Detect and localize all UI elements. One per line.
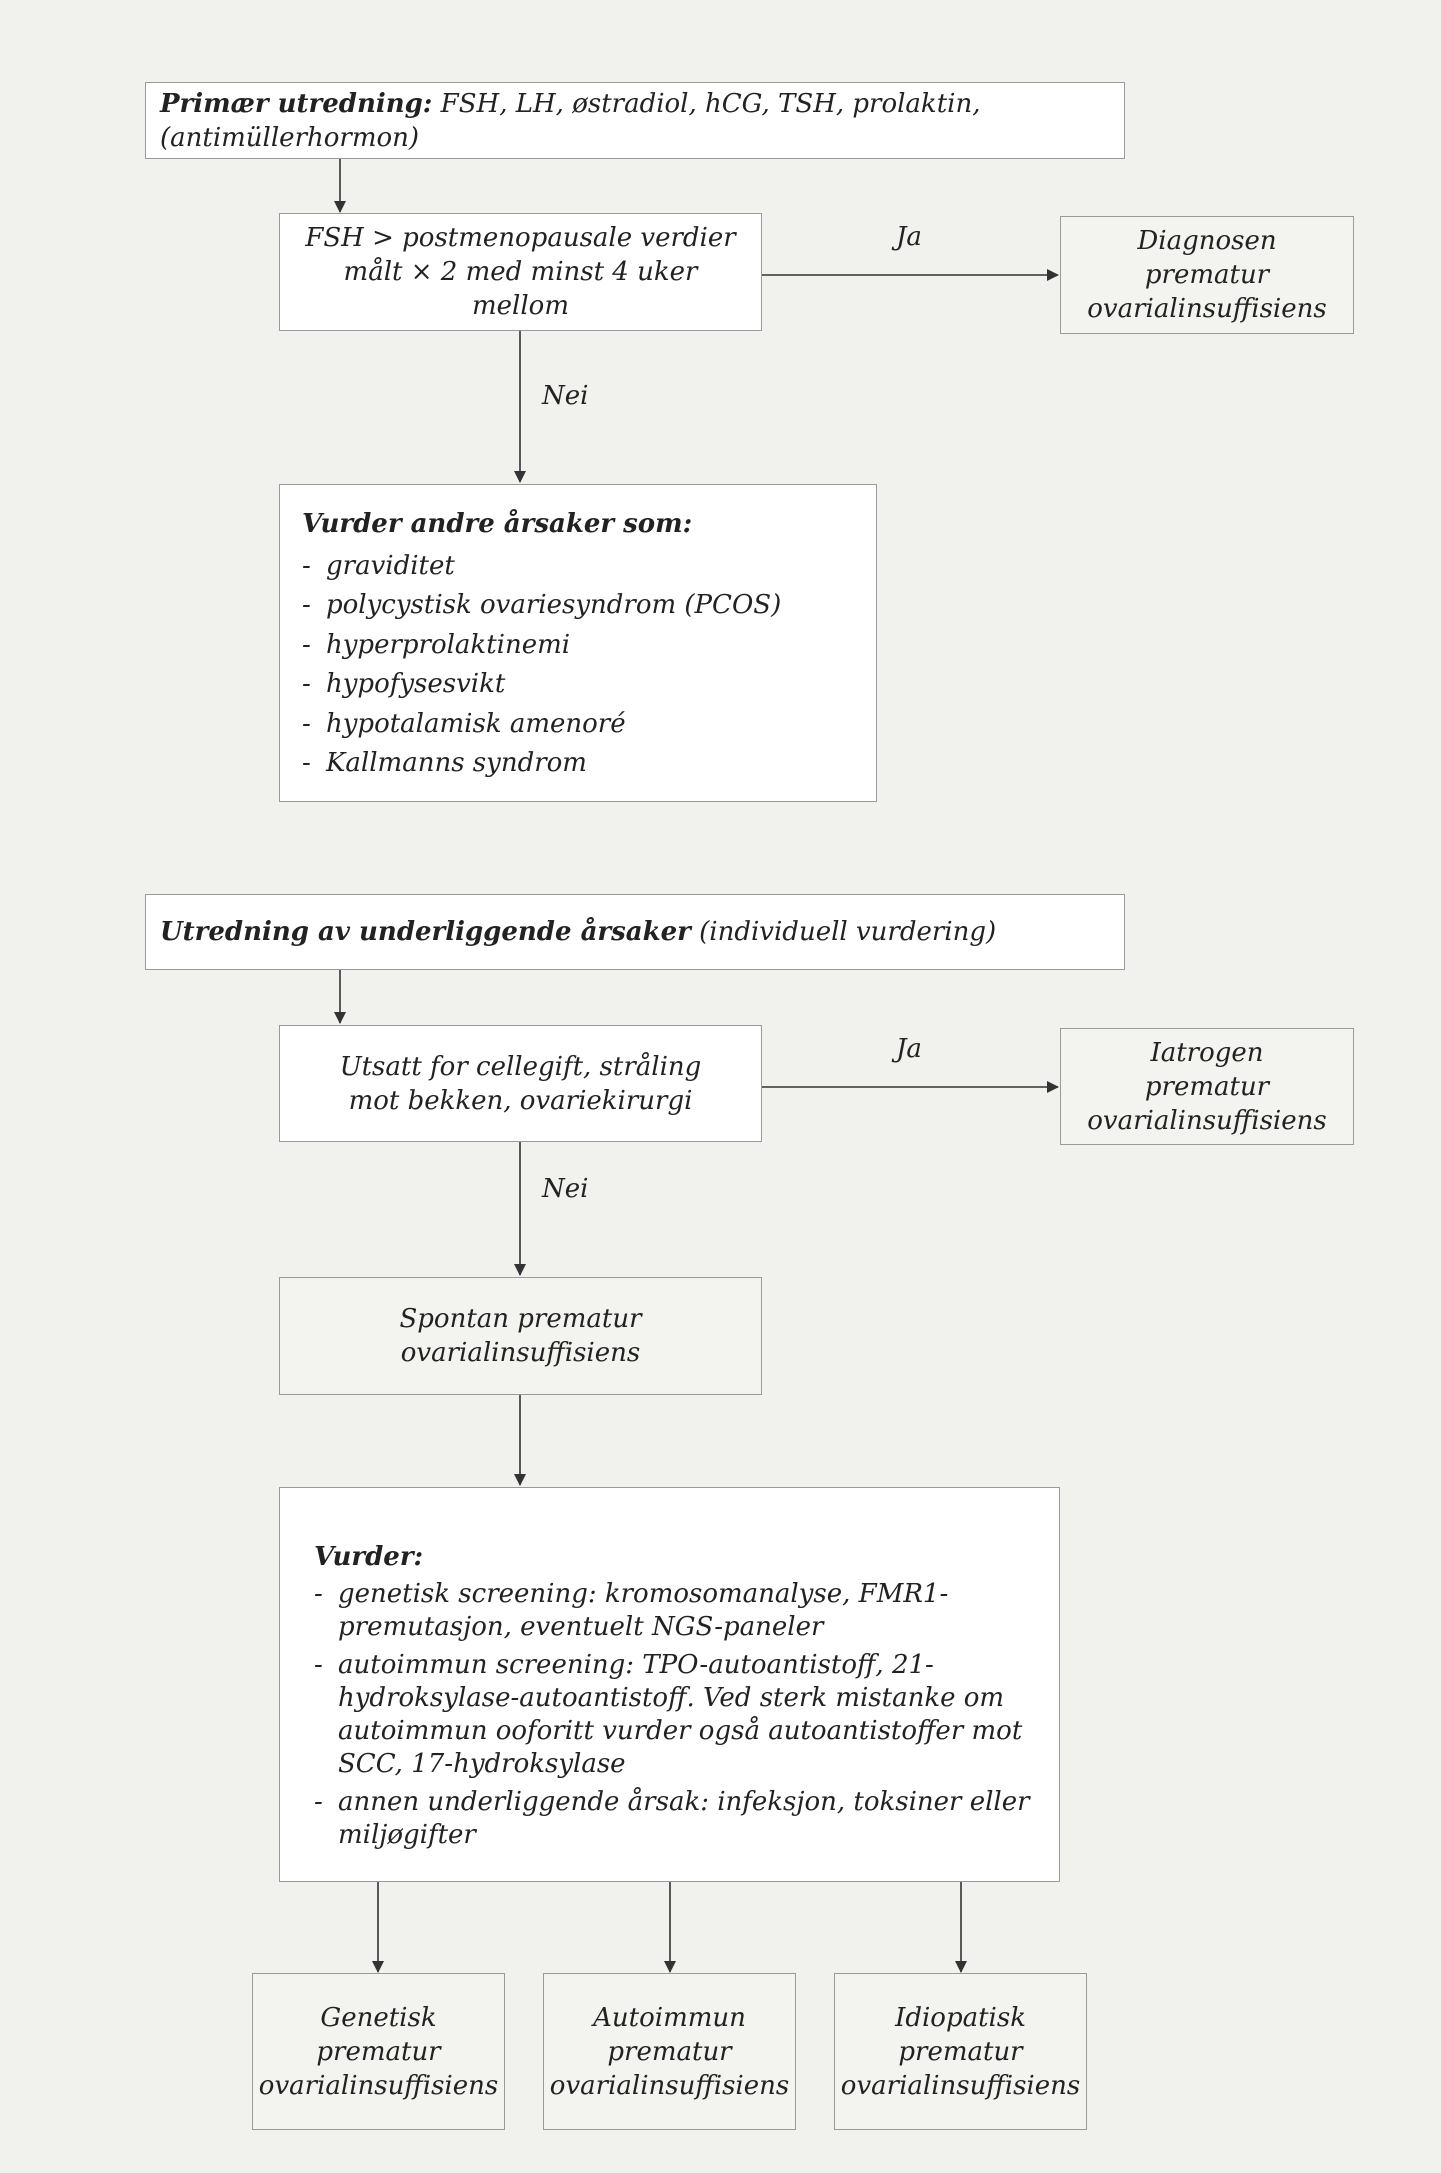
fsh-question-text: FSH > postmenopausale verdier målt × 2 m… [305, 223, 736, 321]
underlying-causes-title: Utredning av underliggende årsaker [160, 917, 691, 947]
diagnosis-text: Diagnosen prematur ovarialinsuffisiens [1087, 226, 1327, 324]
idiopathic-outcome-box: Idiopatisk prematur ovarialinsuffisiens [834, 1973, 1087, 2130]
consider-box: Vurder: genetisk screening: kromosomanal… [279, 1487, 1060, 1882]
diagnosis-box: Diagnosen prematur ovarialinsuffisiens [1060, 216, 1354, 334]
list-item: genetisk screening: kromosomanalyse, FMR… [314, 1578, 1039, 1645]
fsh-question-box: FSH > postmenopausale verdier målt × 2 m… [279, 213, 762, 331]
spontaneous-box: Spontan prematur ovarialinsuffisiens [279, 1277, 762, 1395]
idiopathic-outcome-text: Idiopatisk prematur ovarialinsuffisiens [840, 2002, 1081, 2101]
exposure-yes-label: Ja [896, 1034, 922, 1064]
consider-list: genetisk screening: kromosomanalyse, FMR… [314, 1578, 1039, 1852]
list-item: hypotalamisk amenoré [302, 705, 854, 745]
autoimmune-outcome-text: Autoimmun prematur ovarialinsuffisiens [549, 2002, 790, 2101]
genetic-outcome-box: Genetisk prematur ovarialinsuffisiens [252, 1973, 505, 2130]
exposure-question-text: Utsatt for cellegift, stråling mot bekke… [339, 1051, 702, 1116]
list-item: polycystisk ovariesyndrom (PCOS) [302, 586, 854, 626]
fsh-yes-label: Ja [896, 222, 922, 252]
exposure-no-label: Nei [542, 1174, 589, 1204]
iatrogenic-box: Iatrogen prematur ovarialinsuffisiens [1060, 1028, 1354, 1145]
underlying-causes-box: Utredning av underliggende årsaker (indi… [145, 894, 1125, 970]
primary-workup-tests: FSH, LH, østradiol, hCG, TSH, prolaktin,… [160, 88, 981, 153]
other-causes-box: Vurder andre årsaker som: graviditet pol… [279, 484, 877, 802]
genetic-outcome-text: Genetisk prematur ovarialinsuffisiens [258, 2002, 499, 2101]
primary-workup-box: Primær utredning: FSH, LH, østradiol, hC… [145, 82, 1125, 159]
consider-title: Vurder: [314, 1542, 424, 1572]
list-item: hyperprolaktinemi [302, 626, 854, 666]
primary-workup-title: Primær utredning: [160, 88, 433, 119]
fsh-no-label: Nei [542, 381, 589, 411]
underlying-causes-note: (individuell vurdering) [690, 917, 997, 947]
list-item: graviditet [302, 547, 854, 587]
list-item: Kallmanns syndrom [302, 744, 854, 784]
autoimmune-outcome-box: Autoimmun prematur ovarialinsuffisiens [543, 1973, 796, 2130]
spontaneous-text: Spontan prematur ovarialinsuffisiens [399, 1304, 642, 1368]
iatrogenic-text: Iatrogen prematur ovarialinsuffisiens [1087, 1037, 1327, 1136]
list-item: hypofysesvikt [302, 665, 854, 705]
other-causes-list: graviditet polycystisk ovariesyndrom (PC… [302, 547, 854, 784]
list-item: autoimmun screening: TPO-autoantistoff, … [314, 1649, 1039, 1782]
other-causes-title: Vurder andre årsaker som: [302, 509, 693, 539]
exposure-question-box: Utsatt for cellegift, stråling mot bekke… [279, 1025, 762, 1142]
list-item: annen underliggende årsak: infeksjon, to… [314, 1786, 1039, 1853]
